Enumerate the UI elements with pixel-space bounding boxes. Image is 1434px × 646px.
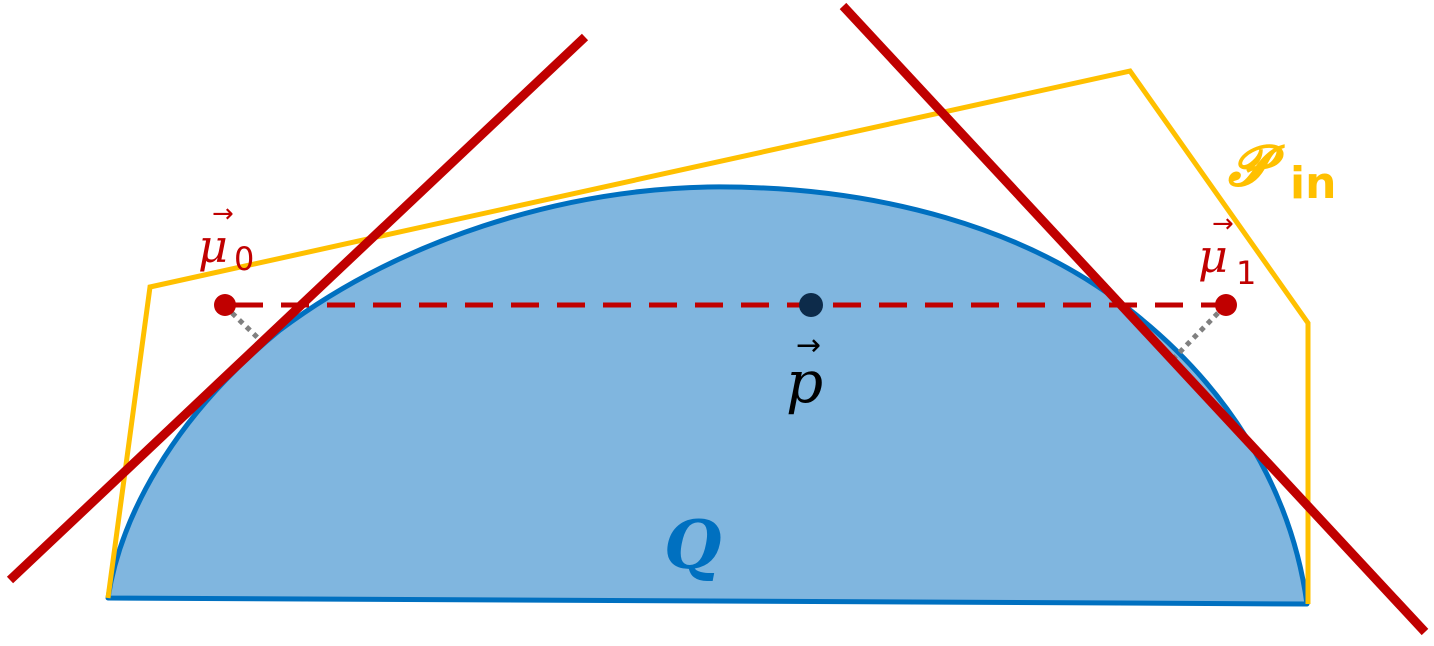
mu0-point <box>214 294 236 316</box>
mu1-arrow: → <box>1212 209 1234 239</box>
label-q: Q <box>664 506 722 584</box>
mu1-point <box>1215 294 1237 316</box>
tangent-line-right <box>839 2 1429 636</box>
label-mu0: → μ 0 <box>198 199 254 278</box>
label-mu1: → μ 1 <box>1198 209 1256 292</box>
label-p-in: 𝓟 in <box>1228 133 1336 209</box>
mu0-symbol: μ <box>198 219 228 273</box>
mu1-subscript: 1 <box>1236 254 1256 292</box>
dotted-connector-right <box>1173 311 1220 359</box>
p-in-symbol: 𝓟 <box>1228 133 1285 199</box>
tangent-line-left <box>6 33 589 584</box>
mu0-subscript: 0 <box>234 240 254 278</box>
dotted-connector-left <box>230 311 260 340</box>
label-p: → p <box>786 328 823 416</box>
p-in-subscript: in <box>1290 158 1336 209</box>
mu0-arrow: → <box>212 199 234 229</box>
mu1-symbol: μ <box>1198 229 1228 283</box>
p-point <box>799 293 823 317</box>
p-symbol: p <box>786 348 823 416</box>
p-arrow: → <box>796 328 821 363</box>
polygon-p-in <box>105 68 1311 604</box>
